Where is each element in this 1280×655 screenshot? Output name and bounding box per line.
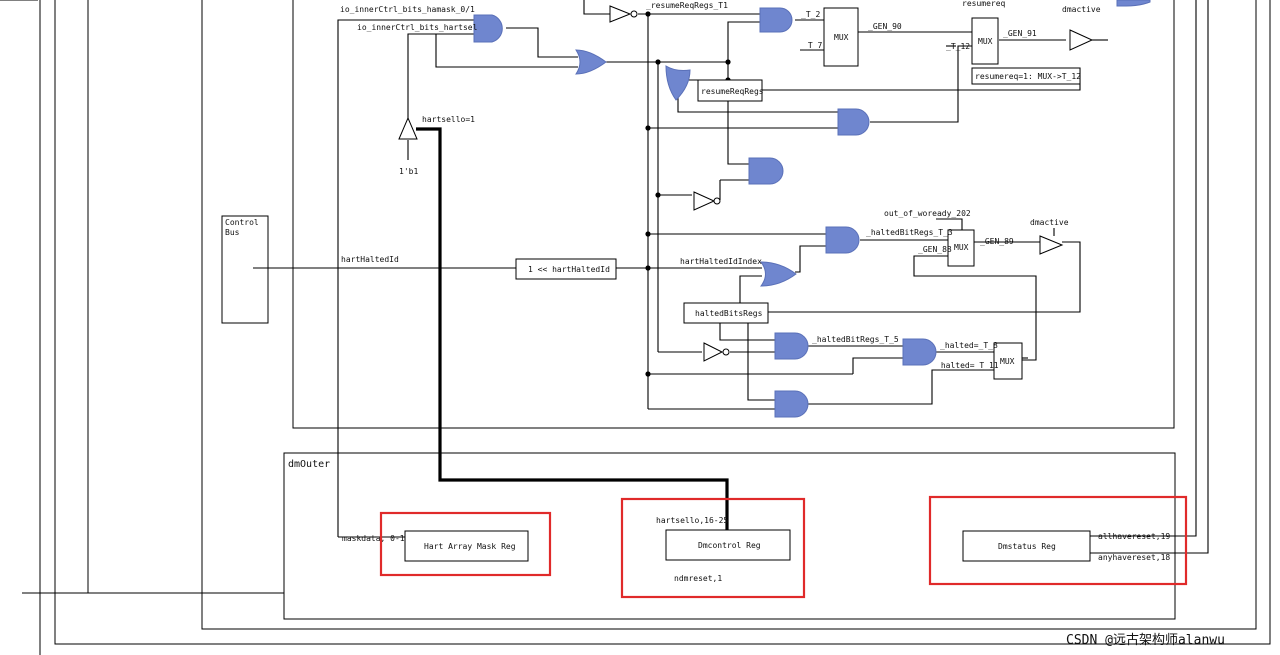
haltedbitsregs-label: haltedBitsRegs <box>695 309 763 318</box>
highlight-hart-array <box>379 511 552 577</box>
watermark: CSDN @远古架构师alanwu <box>1066 633 1225 648</box>
halted-t3-label: _haltedBitRegs_T_3 <box>866 228 953 237</box>
io-hartsel-label: io_innerCtrl_bits_hartsel <box>357 23 478 32</box>
allhavereset-label: allhavereset,19 <box>1098 532 1170 541</box>
or-gate <box>760 261 797 287</box>
and-gate <box>825 226 860 254</box>
and-gate <box>774 332 809 360</box>
t12-label: _T_12 <box>946 42 970 51</box>
control-bus-label: Control Bus <box>225 218 259 237</box>
shift-label: 1 << hartHaltedId <box>528 265 610 274</box>
middle-logic-wires <box>719 218 1081 405</box>
or-gate <box>665 65 691 101</box>
dmouter-frame: dmOuter <box>283 452 1176 620</box>
hartsello-path <box>416 127 729 530</box>
ndmreset-label: ndmreset,1 <box>674 574 722 583</box>
and-gate <box>473 14 503 43</box>
io-hamask-label: io_innerCtrl_bits_hamask_0/1 <box>340 5 475 14</box>
halted-t8-label: _halted=_T_8 <box>940 341 998 350</box>
mux-label: MUX <box>954 243 969 252</box>
gen89-label: _GEN_89 <box>980 237 1014 246</box>
resumereq-label: resumereq <box>962 0 1006 8</box>
and-gate <box>748 157 784 185</box>
highlight-dmstatus <box>928 495 1188 586</box>
resume-t1-label: _resumeReqRegs_T1 <box>646 1 728 10</box>
and-gate <box>774 390 809 418</box>
resumereqregs-label: resumeReqRegs <box>701 87 764 96</box>
anyhavereset-label: anyhavereset,18 <box>1098 553 1170 562</box>
halted-t11-label: _halted=_T_11 <box>936 361 999 370</box>
mux-label: MUX <box>978 37 993 46</box>
one-b1-label: 1'b1 <box>399 167 418 176</box>
dmouter-registers: Hart Array Mask Reg maskdata, 0-1 Dmcont… <box>342 516 1170 583</box>
wire-labels: io_innerCtrl_bits_hamask_0/1 io_innerCtr… <box>340 0 1101 370</box>
dmcontrol-label: Dmcontrol Reg <box>698 541 761 550</box>
mux-label: MUX <box>1000 357 1015 366</box>
gen91-label: _GEN_91 <box>1003 29 1037 38</box>
control-bus: Control Bus <box>221 215 269 324</box>
top-left-wires <box>337 0 760 538</box>
and-gate <box>759 7 793 33</box>
and-gate <box>837 108 870 136</box>
hartsello-bits-label: hartsello,16-25 <box>656 516 728 525</box>
resume-note: resumereq=1: MUX->T_12 <box>975 72 1081 81</box>
highlight-boxes <box>379 495 1188 599</box>
dmouter-title: dmOuter <box>288 459 330 470</box>
mux-blocks: MUX MUX MUX MUX <box>823 7 1023 380</box>
gen90-label: _GEN_90 <box>868 22 902 31</box>
buffers <box>398 5 1094 362</box>
dmactive-mid-label: dmactive <box>1030 218 1069 227</box>
dmstatus-label: Dmstatus Reg <box>998 542 1056 551</box>
halted-t5-label: _haltedBitRegs_T_5 <box>812 335 899 344</box>
top-logic-wires <box>658 19 1108 200</box>
hartsello-label: hartsello=1 <box>422 115 475 124</box>
and-gate <box>902 338 937 366</box>
harthaltedid-label: hartHaltedId <box>341 255 399 264</box>
t2-label: _T_2 <box>801 10 820 19</box>
gen88-label: _GEN_88 <box>918 245 952 254</box>
gates <box>473 7 937 418</box>
status-wires <box>1090 0 1209 554</box>
highlight-dmcontrol <box>620 497 806 599</box>
main-bus <box>253 11 853 410</box>
harthaltedidindex-label: hartHaltedIdIndex <box>680 257 762 266</box>
mux-label: MUX <box>834 33 849 42</box>
or-gate <box>575 49 607 75</box>
out-of-woready-label: out_of_woready_202 <box>884 209 971 218</box>
hart-array-label: Hart Array Mask Reg <box>424 542 516 551</box>
maskdata-label: maskdata, 0-1 <box>342 534 405 543</box>
register-blocks: resumeReqRegs 1 << hartHaltedId haltedBi… <box>515 67 1081 324</box>
dmactive-top-label: dmactive <box>1062 5 1101 14</box>
t7-label: _T_7 <box>803 41 822 50</box>
